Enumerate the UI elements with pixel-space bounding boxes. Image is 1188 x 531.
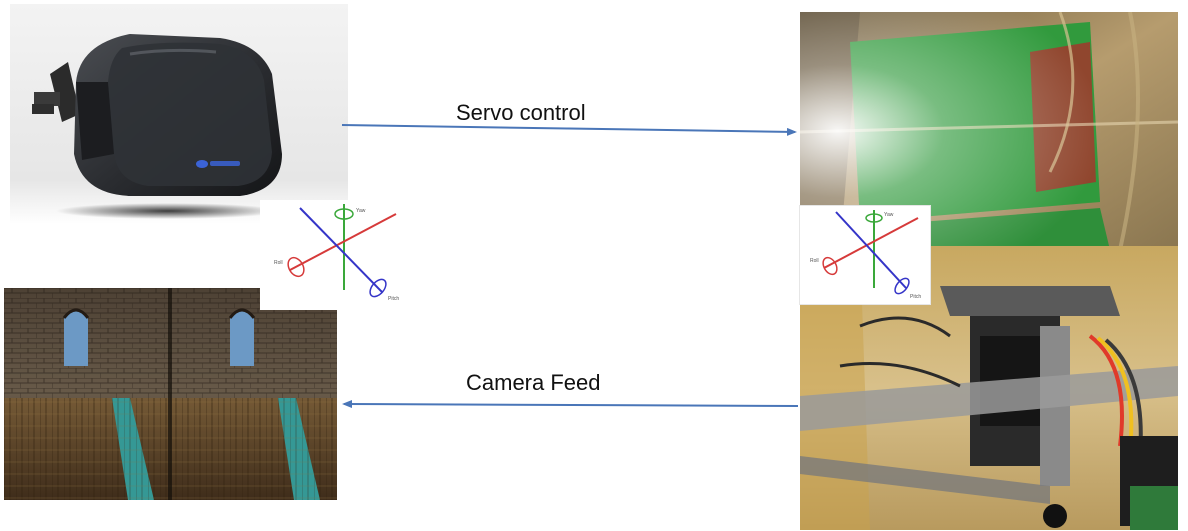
roll-label: Roll: [274, 260, 283, 266]
camera-feed-arrow: [342, 400, 799, 409]
rotation-axes-left: Yaw Roll Pitch: [260, 200, 410, 310]
servo-control-label: Servo control: [456, 100, 586, 125]
yaw-label: Yaw: [356, 208, 366, 214]
vr-stereo-view-image: [4, 288, 337, 500]
roll-label: Roll: [810, 258, 819, 264]
camera-feed-label: Camera Feed: [466, 370, 601, 395]
pitch-label: Pitch: [910, 294, 921, 300]
roll-pitch-yaw-icon: Yaw Roll Pitch: [274, 204, 399, 302]
vr-headset-icon: [32, 34, 282, 219]
servo-control-arrow: [341, 124, 797, 136]
camera-mount-icon: [800, 12, 1178, 250]
pitch-label: Pitch: [388, 296, 399, 302]
camera-mount-image: [800, 12, 1178, 250]
vr-headset-image: [10, 4, 348, 224]
yaw-label: Yaw: [884, 212, 894, 218]
stereo-scene-icon: [4, 288, 337, 500]
rotation-axes-right: Yaw Roll Pitch: [800, 206, 930, 304]
roll-pitch-yaw-icon: Yaw Roll Pitch: [810, 210, 921, 300]
